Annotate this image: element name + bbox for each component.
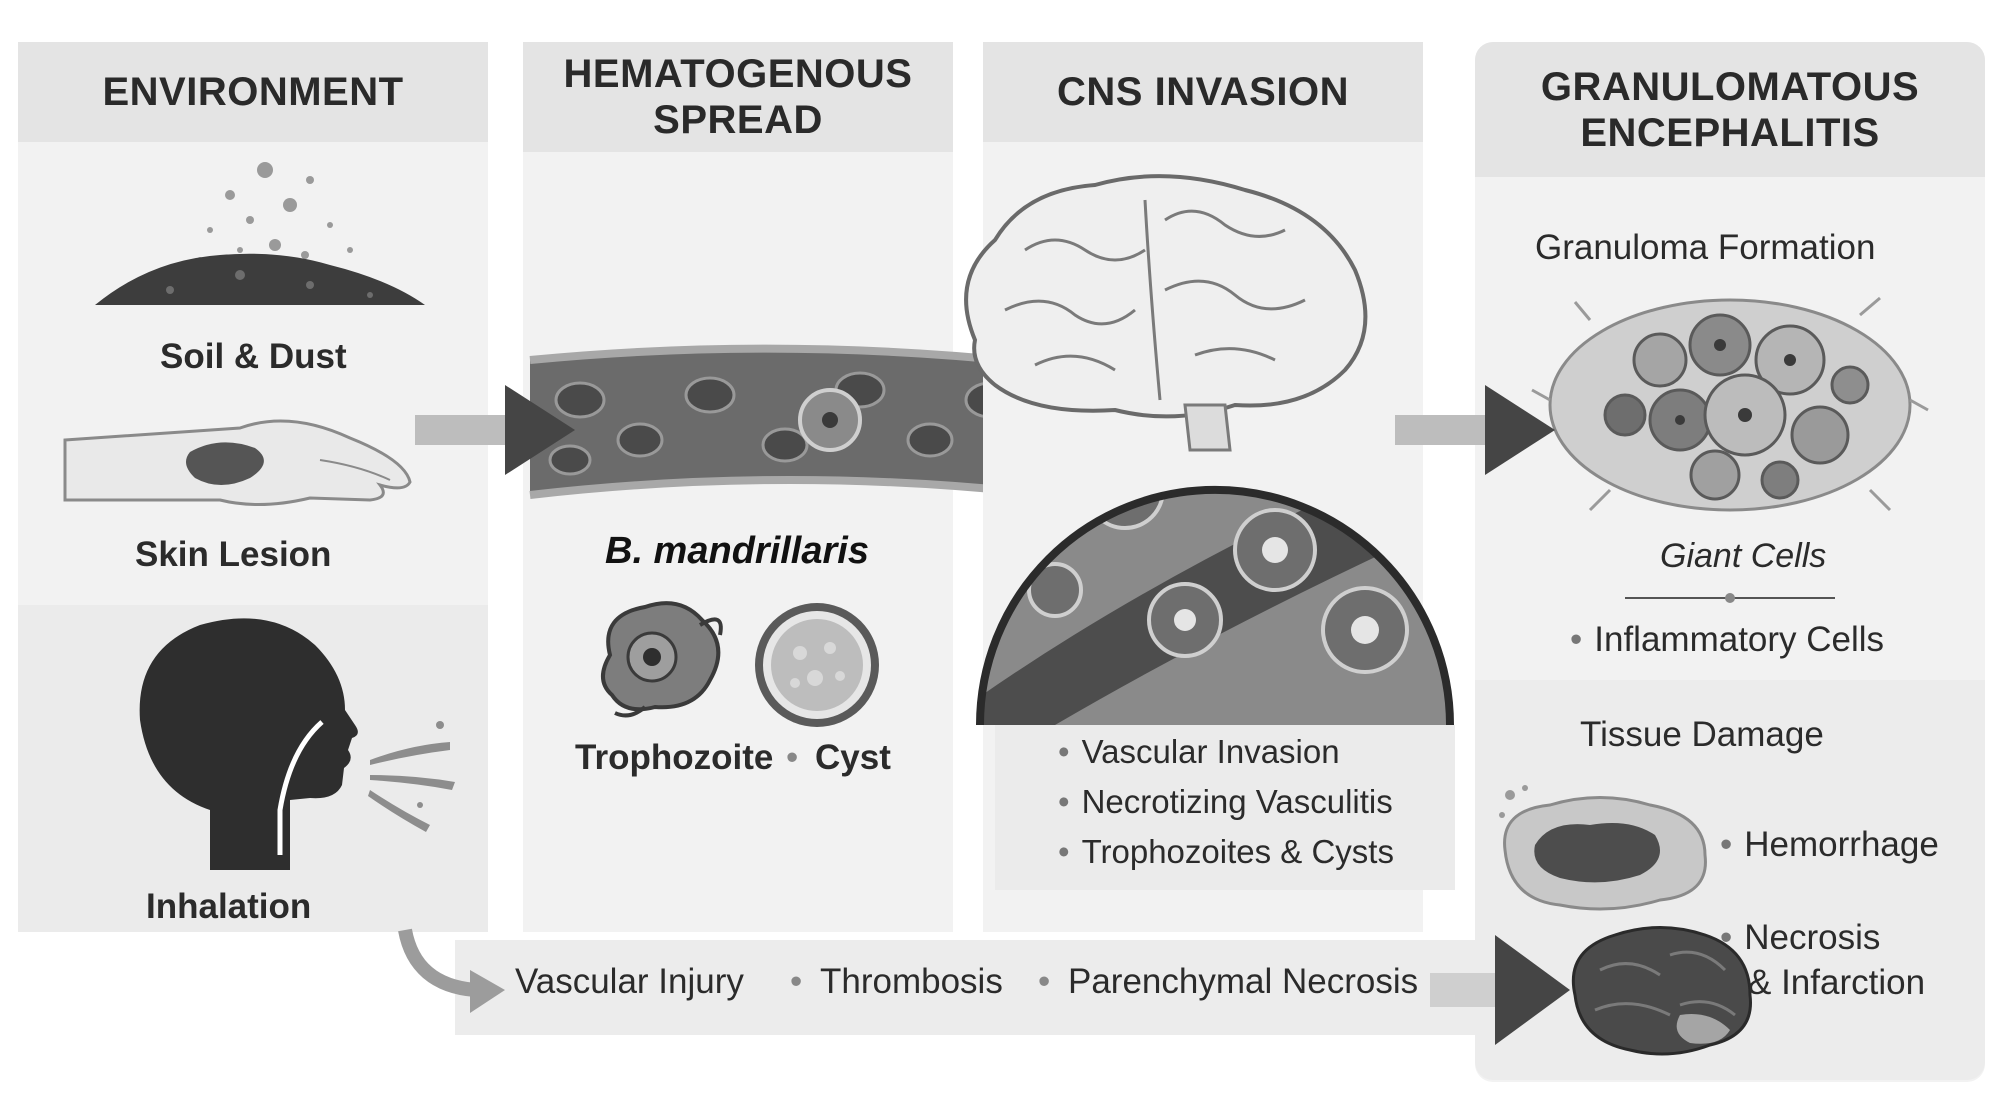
soil-pile-icon: [95, 162, 425, 305]
hematogenous-panel: HEMATOGENOUS SPREAD: [523, 42, 953, 932]
hematogenous-title-line1: HEMATOGENOUS: [563, 52, 913, 96]
thrombosis-label: Thrombosis: [820, 962, 1003, 1001]
soil-dust-label: Soil & Dust: [160, 337, 347, 376]
tissue-damage-title: Tissue Damage: [1580, 715, 1824, 754]
trophozoite-icon: [601, 601, 723, 718]
necrotic-brain-icon: [1571, 926, 1752, 1056]
cns-bullet-1-text: Vascular Invasion: [1081, 733, 1340, 770]
arrow-environment-to-spread: [415, 385, 575, 475]
granulomatous-title: GRANULOMATOUS ENCEPHALITIS: [1475, 42, 1985, 177]
inhalation-label: Inhalation: [146, 887, 312, 926]
giant-cells-divider: [1625, 593, 1835, 603]
bottom-flow-bar: [455, 940, 1565, 1035]
necrosis-bullet: •Necrosis: [1720, 918, 1881, 957]
hemorrhage-bullet: •Hemorrhage: [1720, 825, 1939, 864]
cns-bullet-3: •Trophozoites & Cysts: [1058, 833, 1394, 870]
cns-bullet-1: •Vascular Invasion: [1058, 733, 1340, 770]
blood-vessel-icon: [529, 344, 1051, 499]
flow-dot-1: •: [790, 962, 803, 1001]
separator-dot: •: [786, 738, 799, 777]
parenchymal-necrosis-label: Parenchymal Necrosis: [1068, 962, 1419, 1001]
necrosis-text-line1: Necrosis: [1744, 918, 1881, 957]
cyst-icon: [755, 603, 879, 727]
arrow-spread-to-cns: [1395, 385, 1555, 475]
inflammatory-cells-text: Inflammatory Cells: [1594, 620, 1885, 659]
granuloma-formation-title: Granuloma Formation: [1535, 228, 1876, 267]
head-silhouette-icon: [139, 618, 455, 870]
trophozoite-label: Trophozoite: [575, 738, 774, 777]
granuloma-icon: [1531, 296, 1929, 512]
skin-lesion-label: Skin Lesion: [135, 535, 332, 574]
environment-title: ENVIRONMENT: [18, 42, 488, 142]
hematogenous-title-line2: SPREAD: [653, 98, 823, 142]
cns-title: CNS INVASION: [983, 42, 1423, 142]
cyst-label: Cyst: [815, 738, 891, 777]
vascular-injury-label: Vascular Injury: [515, 962, 744, 1001]
hand-icon: [63, 419, 412, 506]
hemorrhage-tissue-icon: [1499, 785, 1707, 911]
hematogenous-title: HEMATOGENOUS SPREAD: [523, 42, 953, 152]
cns-bullet-2: •Necrotizing Vasculitis: [1058, 783, 1393, 820]
arrow-to-tissue-damage: [1430, 935, 1570, 1045]
necrosis-text-line2: & Infarction: [1748, 963, 1926, 1002]
cns-bullets-box: [995, 725, 1455, 890]
organism-name: B. mandrillaris: [605, 530, 869, 572]
giant-cells-label: Giant Cells: [1660, 537, 1827, 575]
cns-bullet-3-text: Trophozoites & Cysts: [1081, 833, 1394, 870]
curved-arrow-icon: [398, 928, 505, 1013]
magnified-tissue-icon: [976, 486, 1454, 726]
inflammatory-cells-bullet: •Inflammatory Cells: [1570, 620, 1885, 659]
flow-dot-2: •: [1038, 962, 1051, 1001]
granulomatous-title-line2: ENCEPHALITIS: [1580, 110, 1880, 155]
brain-icon: [964, 174, 1368, 452]
granulomatous-title-line1: GRANULOMATOUS: [1540, 64, 1920, 109]
hemorrhage-text: Hemorrhage: [1744, 825, 1939, 864]
cns-bullet-2-text: Necrotizing Vasculitis: [1081, 783, 1393, 820]
